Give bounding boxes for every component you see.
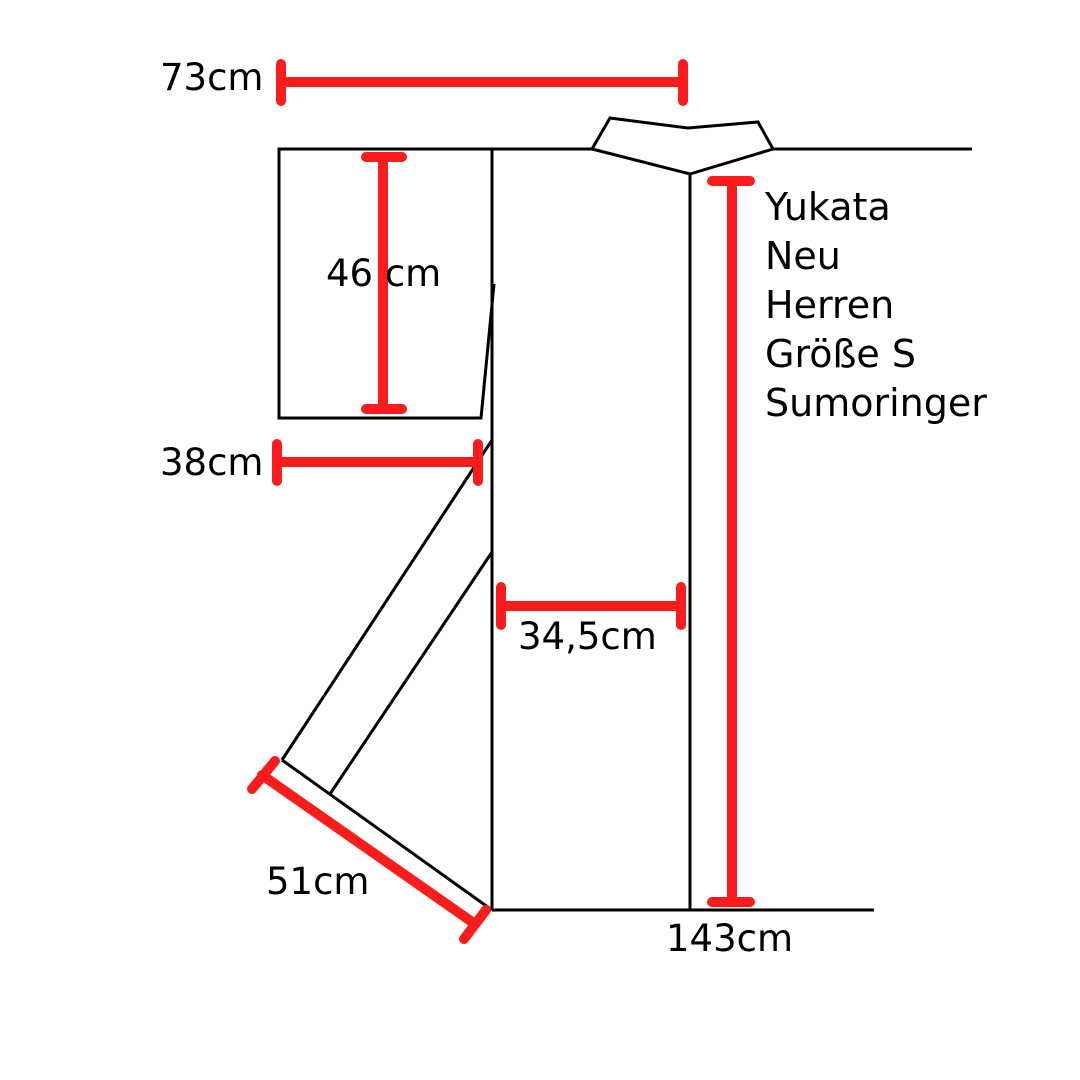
measure-bar-cuff-width bbox=[272, 439, 483, 486]
flap-inner-edge bbox=[328, 551, 494, 795]
measure-bar-sleeve-length bbox=[361, 152, 407, 414]
info-line-condition: Neu bbox=[765, 234, 841, 278]
label-sleeve-width: 73cm bbox=[160, 56, 263, 99]
label-collar-length: 51cm bbox=[266, 860, 369, 903]
measure-bar-sleeve-width bbox=[276, 59, 688, 106]
label-body-width: 34,5cm bbox=[518, 615, 657, 658]
label-sleeve-length: 46 cm bbox=[326, 252, 441, 295]
label-total-length: 143cm bbox=[666, 917, 793, 960]
measure-bar-body-width bbox=[496, 582, 686, 630]
info-line-product: Yukata bbox=[764, 185, 891, 229]
measurement-bars bbox=[247, 59, 755, 944]
measure-bar-collar-length bbox=[247, 756, 491, 944]
info-line-gender: Herren bbox=[765, 283, 894, 327]
flap-outer-edge bbox=[280, 439, 494, 761]
measure-bar-total-length bbox=[707, 176, 755, 907]
info-line-size: Größe S bbox=[765, 332, 916, 376]
label-cuff-width: 38cm bbox=[160, 441, 263, 484]
measurement-labels: 73cm 46 cm 38cm 34,5cm 51cm 143cm bbox=[160, 56, 793, 960]
product-info: Yukata Neu Herren Größe S Sumoringer bbox=[764, 185, 987, 425]
flap-bottom-edge bbox=[281, 758, 493, 912]
info-line-target: Sumoringer bbox=[765, 381, 987, 425]
collar bbox=[590, 116, 776, 176]
sleeve bbox=[277, 147, 496, 420]
garment-outline bbox=[277, 116, 972, 912]
